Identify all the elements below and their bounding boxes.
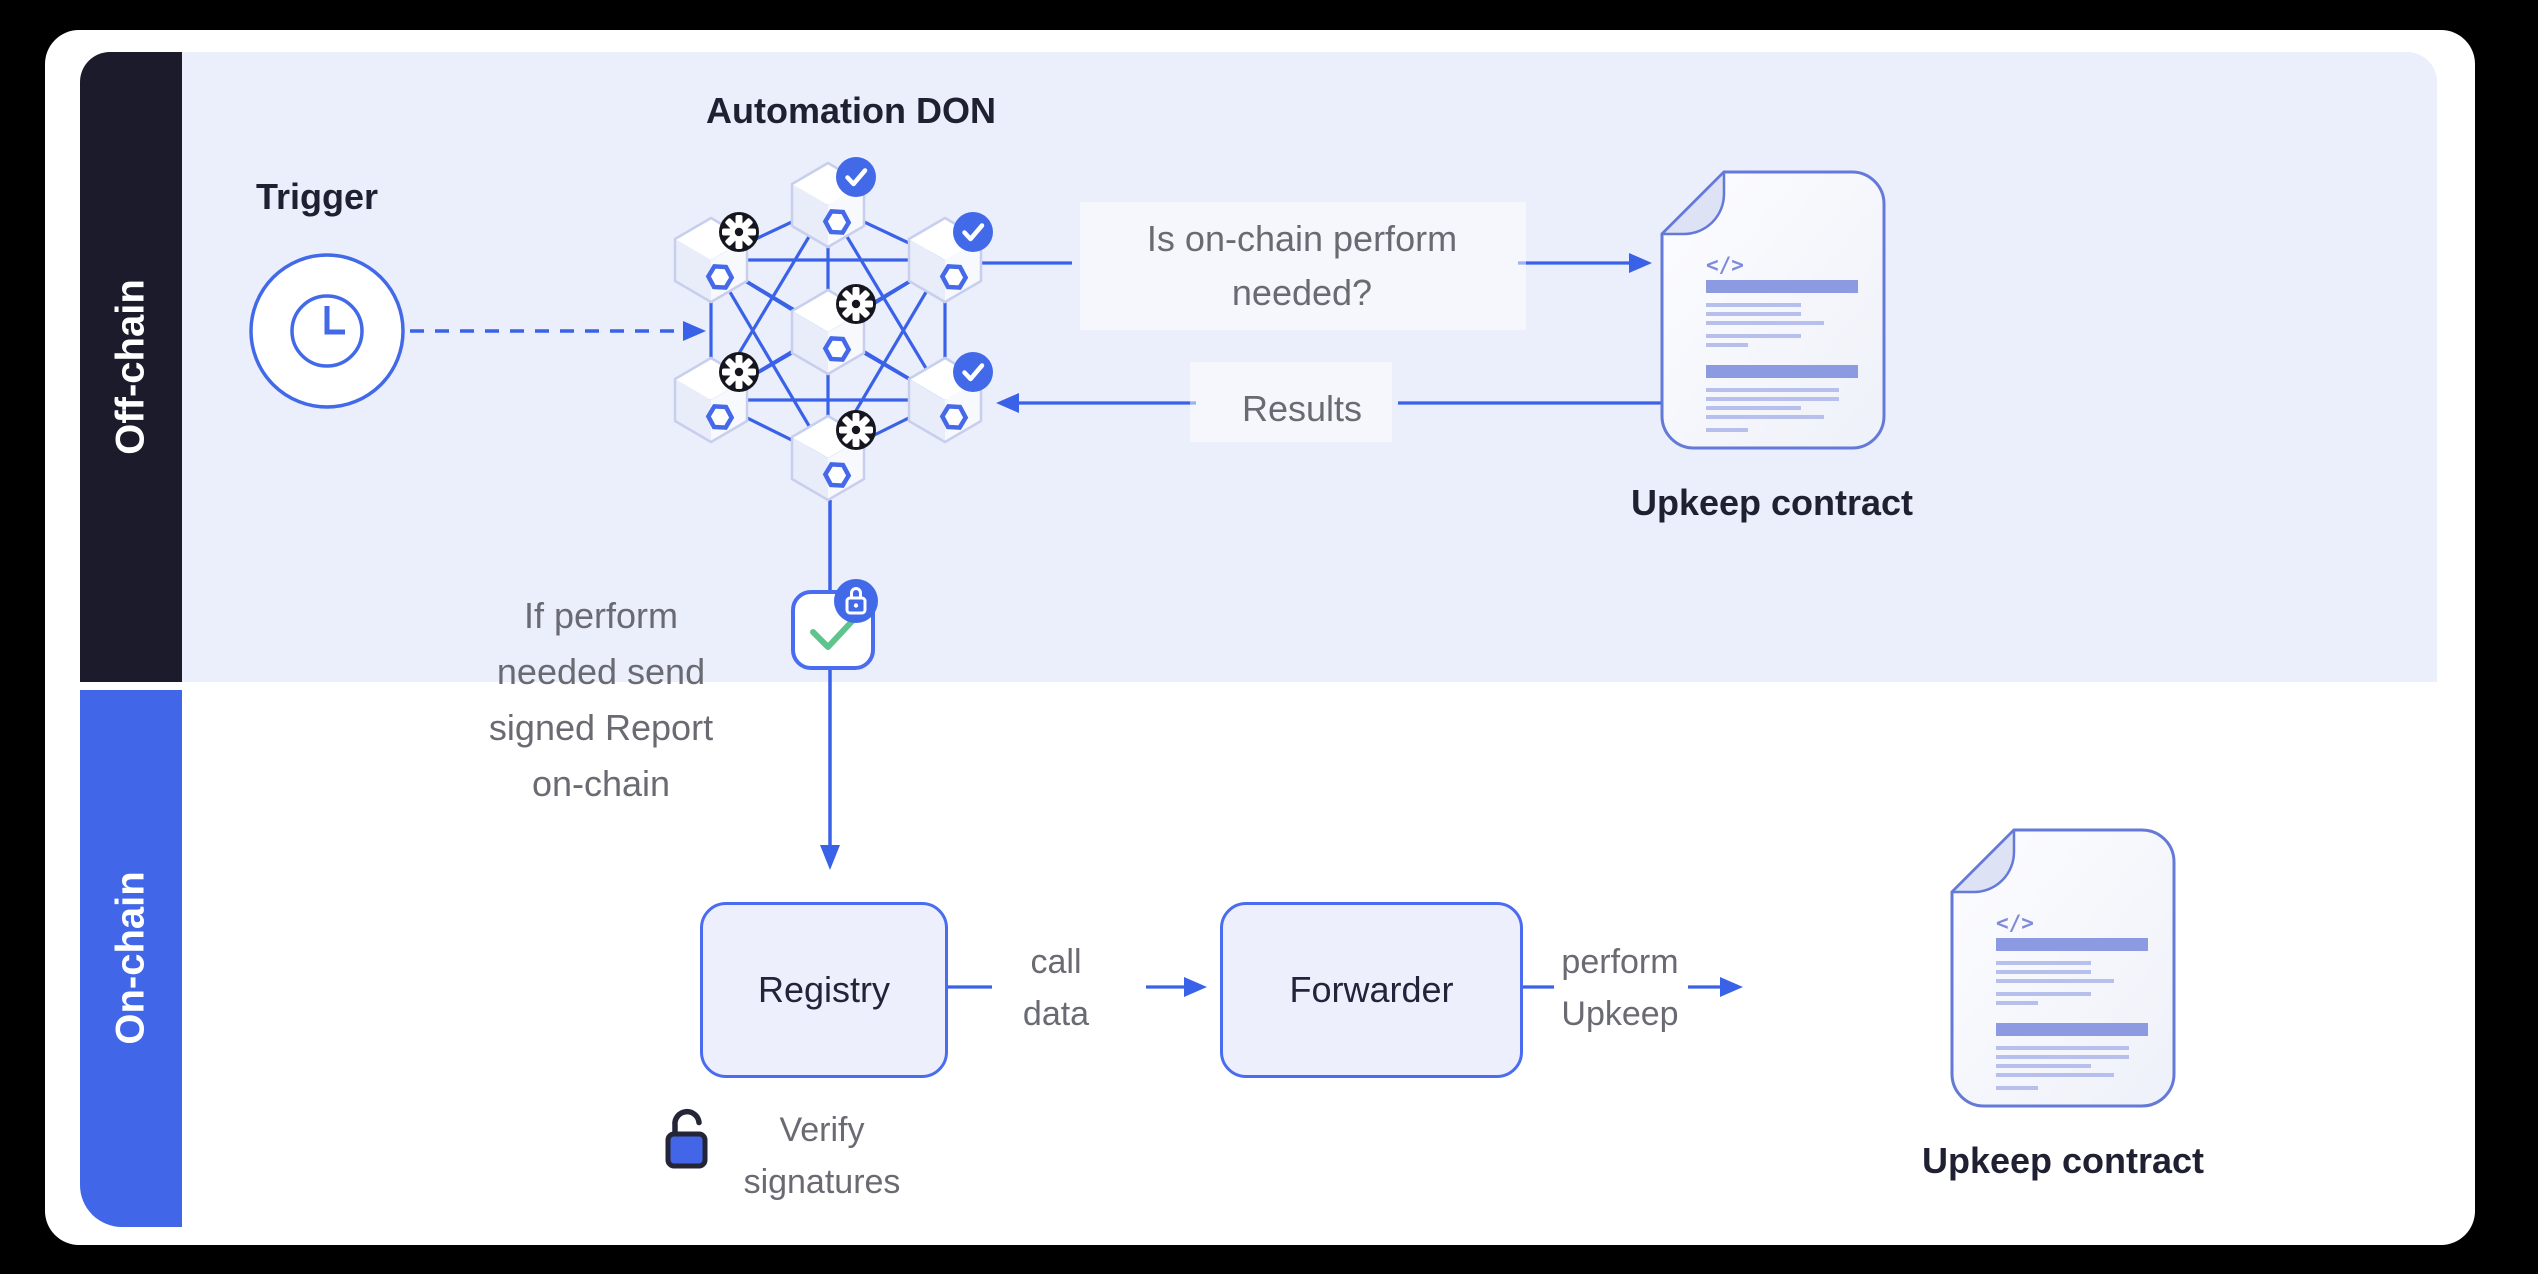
gear-badge-icon xyxy=(836,410,876,450)
signed-report-check xyxy=(791,579,878,670)
upkeep-contract-icon-bottom xyxy=(1950,828,2176,1108)
check-badge-icon xyxy=(953,212,993,252)
code-glyph-bottom: </> xyxy=(1996,911,2034,935)
check-badge-icon xyxy=(953,352,993,392)
report-arrow xyxy=(820,500,840,870)
forwarder-label: Forwarder xyxy=(1289,969,1454,1010)
gear-badge-icon xyxy=(719,352,759,392)
upkeep-contract-icon-top xyxy=(1660,170,1886,450)
gear-badge-icon xyxy=(719,212,759,252)
results-label-bg xyxy=(1190,362,1392,442)
code-glyph-top: </> xyxy=(1706,253,1744,277)
registry-label: Registry xyxy=(757,969,891,1010)
trigger-label: Trigger xyxy=(255,176,379,217)
perform-upkeep-label: perform Upkeep xyxy=(1561,943,1679,1033)
question-arrow xyxy=(975,253,1652,273)
lock-badge-icon xyxy=(834,579,878,623)
check-badge-icon xyxy=(836,157,876,197)
upkeep-contract-bottom-label: Upkeep contract xyxy=(1921,1140,2205,1181)
perform-arrow xyxy=(1520,977,1743,997)
automation-don-title: Automation DON xyxy=(706,90,996,131)
verify-signatures-label: Verify signatures xyxy=(743,1111,901,1201)
question-label: Is on-chain perform needed? xyxy=(1146,218,1458,313)
results-arrow xyxy=(996,393,1663,413)
question-label-bg xyxy=(1080,202,1526,330)
onchain-bar xyxy=(80,690,182,1227)
offchain-bar xyxy=(80,52,182,682)
call-data-label: call data xyxy=(1022,943,1090,1033)
unlock-icon xyxy=(665,1109,708,1169)
results-label: Results xyxy=(1241,388,1363,429)
trigger-dashed-arrow xyxy=(410,321,706,341)
upkeep-contract-top-label: Upkeep contract xyxy=(1630,482,1914,523)
forwarder-box: Forwarder xyxy=(1220,902,1523,1078)
gear-badge-icon xyxy=(836,284,876,324)
calldata-arrow xyxy=(945,977,1207,997)
if-perform-label: If perform needed send signed Report on-… xyxy=(488,595,714,804)
clock-icon xyxy=(249,253,405,409)
registry-box: Registry xyxy=(700,902,948,1078)
